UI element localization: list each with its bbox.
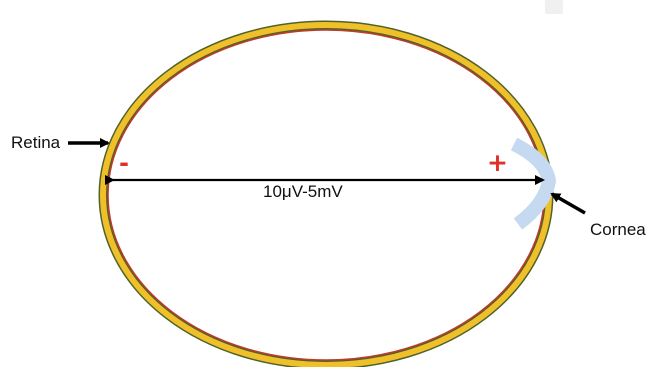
cornea-label: Cornea (590, 220, 646, 239)
negative-pole-sign: - (119, 149, 129, 177)
retina-label: Retina (11, 133, 61, 152)
positive-pole-sign: + (487, 148, 508, 177)
corner-decoration (545, 0, 563, 14)
cornea-shape (510, 137, 557, 230)
potential-label: 10μV-5mV (263, 182, 343, 201)
cornea-pointer-arrow (550, 192, 586, 215)
